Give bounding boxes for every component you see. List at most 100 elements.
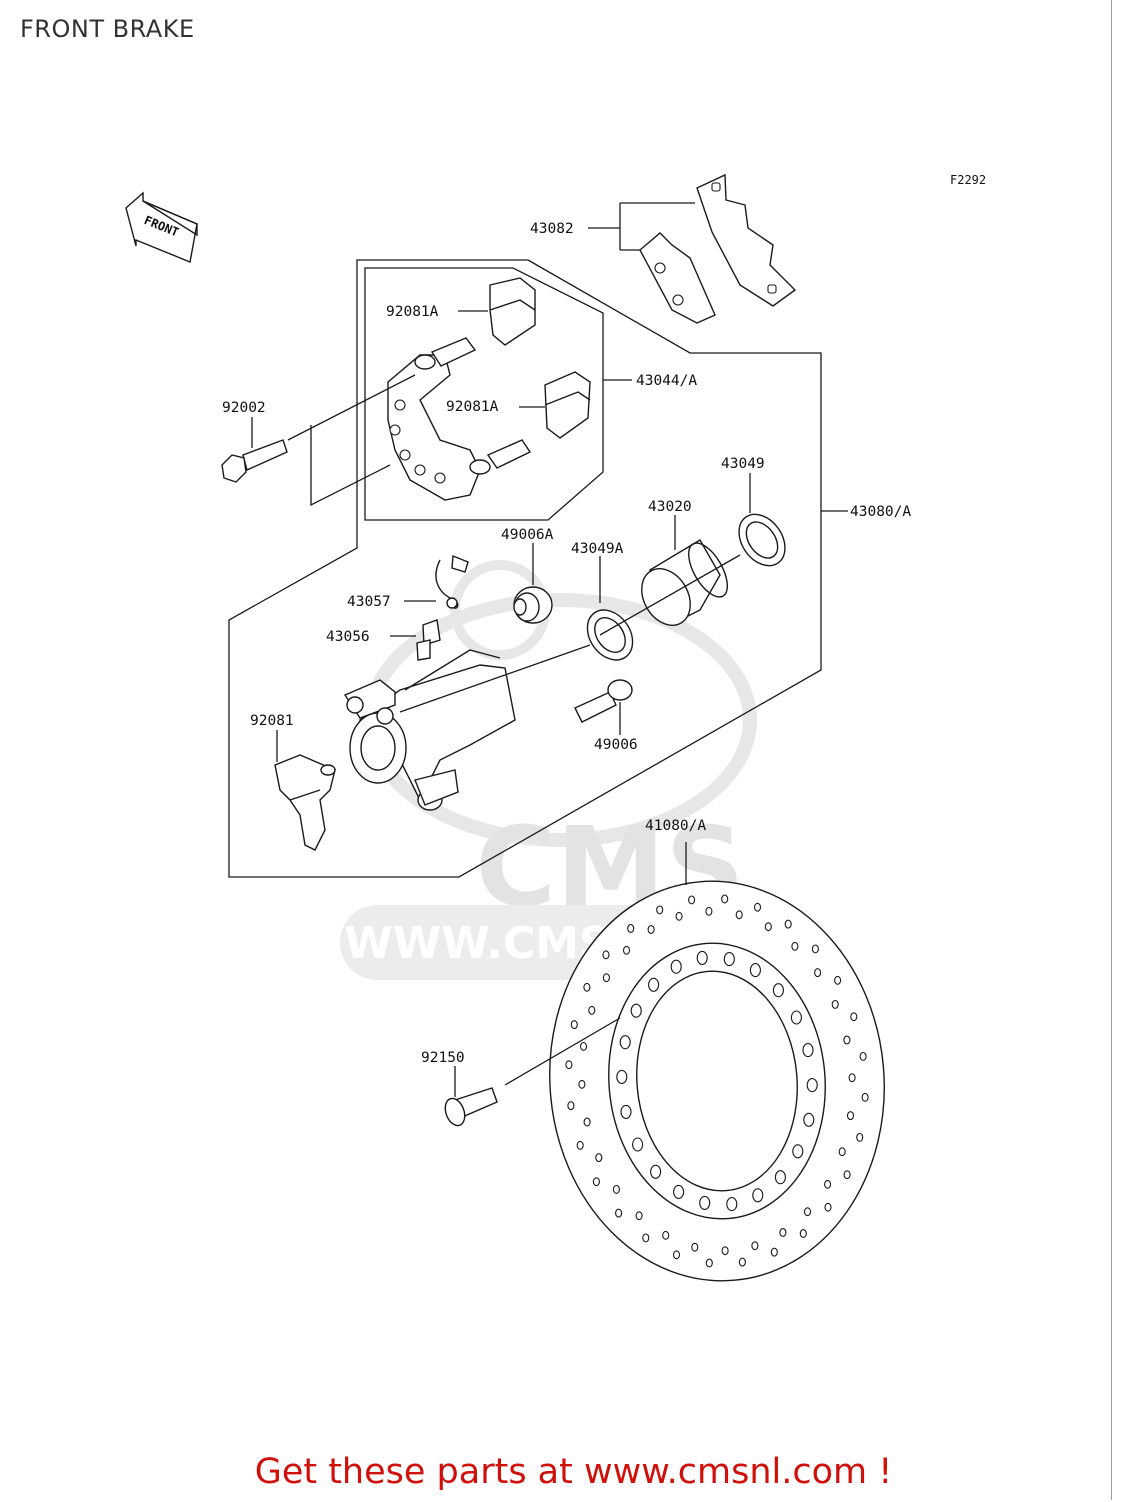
callout-43057: 43057 xyxy=(347,594,391,610)
dust-boot xyxy=(513,586,553,624)
disc-hole xyxy=(595,1153,603,1163)
disc-hole xyxy=(656,905,664,915)
callout-43049: 43049 xyxy=(721,456,765,472)
disc-hole xyxy=(838,1147,846,1157)
disc-hole xyxy=(567,1101,575,1111)
disc-hole xyxy=(791,941,799,951)
disc-hole xyxy=(735,910,743,920)
brake-disc xyxy=(549,880,885,1282)
bleeder-valve xyxy=(416,619,441,661)
disc-hole xyxy=(749,963,761,978)
bracket-assembly-outline xyxy=(364,267,604,521)
front-arrow-icon: FRONT xyxy=(125,191,198,263)
callout-43020: 43020 xyxy=(648,499,692,515)
callout-43049a: 43049A xyxy=(571,541,624,557)
disc-hole xyxy=(620,1104,632,1119)
disc-hole xyxy=(834,975,842,985)
disc-hole xyxy=(635,1211,643,1221)
disc-hole xyxy=(691,1242,699,1252)
disc-hole xyxy=(802,1043,814,1058)
piston-seal xyxy=(738,513,786,567)
disc-hole xyxy=(648,977,660,992)
callout-92081a-upper: 92081A xyxy=(386,304,439,320)
disc-hole xyxy=(843,1170,851,1180)
disc-hole xyxy=(696,950,708,965)
disc-hole xyxy=(764,922,772,932)
slide-pin xyxy=(574,679,633,723)
disc-hole xyxy=(578,1079,586,1089)
callout-43080a: 43080/A xyxy=(850,504,911,520)
callout-92081: 92081 xyxy=(250,713,294,729)
disc-hole xyxy=(738,1257,746,1267)
callout-49006a: 49006A xyxy=(501,527,554,543)
callout-92150: 92150 xyxy=(421,1050,465,1066)
disc-hole xyxy=(806,1078,818,1093)
disc-hole xyxy=(726,1197,738,1212)
callout-41080a: 41080/A xyxy=(645,818,706,834)
disc-hole xyxy=(612,1184,620,1194)
disc-hole xyxy=(843,1035,851,1045)
disc-hole xyxy=(824,1179,832,1189)
mounting-bolt xyxy=(221,439,288,483)
disc-bolt xyxy=(444,1087,498,1127)
disc-hole xyxy=(570,1020,578,1030)
disc-hole xyxy=(772,983,784,998)
disc-hole xyxy=(779,1228,787,1237)
disc-hole xyxy=(622,945,631,955)
disc-hole xyxy=(705,1258,713,1268)
disc-hole xyxy=(846,1111,855,1121)
disc-hole xyxy=(721,894,729,904)
disc-hole xyxy=(784,919,792,929)
disc-hole xyxy=(662,1230,670,1240)
disc-hole xyxy=(579,1041,588,1051)
disc-hole xyxy=(583,1117,591,1127)
disc-hole xyxy=(647,925,655,934)
brake-pads xyxy=(639,173,797,324)
disc-hole xyxy=(670,959,682,974)
disc-hole xyxy=(565,1060,573,1070)
callout-92081a-middle: 92081A xyxy=(446,399,499,415)
caliper-bracket xyxy=(387,337,532,501)
caliper-body xyxy=(343,649,516,811)
disc-hole xyxy=(615,1208,623,1218)
disc-hole xyxy=(632,1137,644,1152)
disc-hole xyxy=(705,906,713,916)
disc-hole xyxy=(723,952,735,967)
callout-49006: 49006 xyxy=(594,737,638,753)
callout-43056: 43056 xyxy=(326,629,370,645)
page-title: FRONT BRAKE xyxy=(20,15,195,43)
pad-spring-middle xyxy=(544,371,591,439)
disc-hole xyxy=(831,999,839,1009)
pad-spring-upper xyxy=(489,277,536,346)
disc-hole xyxy=(688,895,696,905)
disc-hole xyxy=(576,1140,584,1150)
disc-hole xyxy=(602,973,610,983)
disc-hole xyxy=(861,1092,869,1102)
disc-hole xyxy=(672,1250,681,1260)
disc-hole xyxy=(699,1195,711,1210)
disc-hole xyxy=(619,1035,631,1050)
disc-hole xyxy=(824,1202,832,1212)
disc-hole xyxy=(792,1144,804,1159)
callout-43044a: 43044/A xyxy=(636,373,697,389)
figure-code: F2292 xyxy=(950,173,986,187)
disc-hole xyxy=(588,1005,596,1015)
disc-hole xyxy=(850,1012,858,1022)
callout-92002: 92002 xyxy=(222,400,266,416)
disc-hole xyxy=(675,911,683,921)
promo-banner[interactable]: Get these parts at www.cmsnl.com ! xyxy=(254,1452,893,1492)
disc-hole xyxy=(630,1003,642,1018)
disc-hole xyxy=(616,1069,628,1084)
disc-hole xyxy=(790,1010,802,1025)
disc-hole xyxy=(602,950,610,960)
anti-rattle-spring xyxy=(274,754,336,851)
disc-hole xyxy=(721,1246,729,1256)
disc-hole xyxy=(848,1073,856,1083)
disc-hole xyxy=(751,1241,759,1251)
disc-hole xyxy=(627,924,635,933)
disc-hole xyxy=(592,1177,600,1187)
disc-hole xyxy=(859,1051,867,1061)
disc-hole xyxy=(799,1229,807,1238)
disc-hole xyxy=(753,902,762,912)
